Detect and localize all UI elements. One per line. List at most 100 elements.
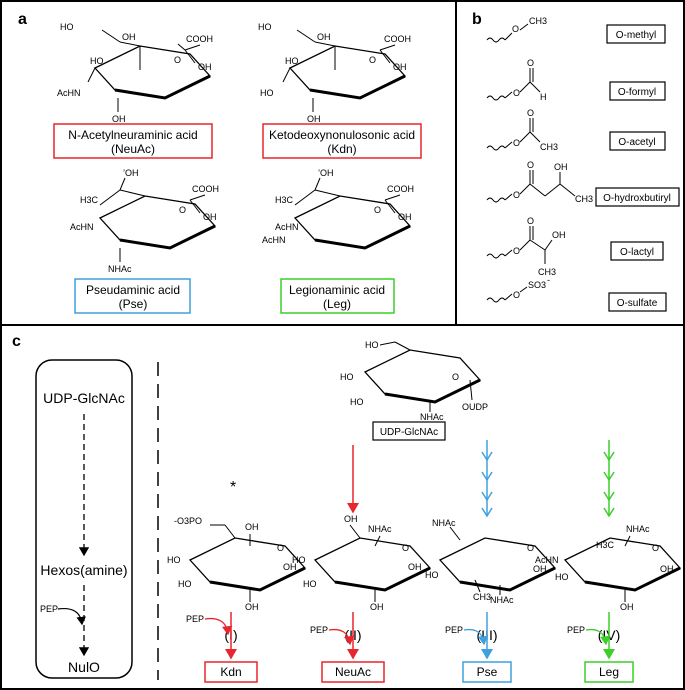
achn-label: AcHN (262, 235, 286, 245)
achn-label: AcHN (535, 555, 559, 565)
structure-iii: NHAc O HO OH CH3 NHAc (425, 518, 557, 605)
ring-oxygen: O (652, 543, 659, 553)
oudp-label: OUDP (462, 402, 488, 412)
oxygen-label: O (527, 108, 534, 118)
oh-label: OH (620, 602, 634, 612)
ho-label: HO (365, 340, 379, 350)
achn-label: AcHN (70, 222, 94, 232)
h3c-label: H3C (80, 195, 99, 205)
oh-label: OH (344, 514, 358, 524)
conversion-ii: PEP (310, 612, 359, 660)
svg-text:O-formyl: O-formyl (618, 87, 656, 98)
asterisk-marker: * (230, 479, 236, 496)
ho-label: HO (350, 397, 364, 407)
pathway-start: UDP-GlcNAc (43, 390, 125, 406)
product-neuac: NeuAc (335, 665, 371, 679)
oh-label: ’OH (318, 168, 334, 178)
leg-abbrev: (Leg) (323, 297, 351, 311)
achn-label: AcHN (275, 222, 299, 232)
neuac-abbrev: (NeuAc) (111, 142, 155, 156)
group-o-acetyl: O O CH3 (486, 108, 558, 152)
ho-label: HO (167, 555, 181, 565)
leg-name: Legionaminic acid (289, 283, 385, 297)
product-box-pse (462, 661, 512, 683)
oh-label: OH (660, 564, 674, 574)
panel-letter-a: a (18, 11, 27, 28)
group-o-sulfate: O SO3 - (486, 275, 550, 303)
nhac-label: NHAc (432, 518, 456, 528)
oh-label: OH (552, 230, 566, 240)
ho-label: HO (258, 22, 272, 32)
oh-label: OH (393, 62, 407, 72)
ring-oxygen: O (369, 55, 376, 65)
so3-charge-label: - (547, 275, 550, 285)
nhac-label: NHAc (490, 595, 514, 605)
phosphate-label: -O3PO (174, 516, 202, 526)
pse-abbrev: (Pse) (119, 297, 148, 311)
oh-label: OH (203, 212, 217, 222)
oh-label: OH (408, 562, 422, 572)
pse-name: Pseudaminic acid (86, 283, 180, 297)
oxygen-label: O (527, 58, 534, 68)
product-box-leg (584, 661, 634, 683)
cooh-label: COOH (192, 184, 219, 194)
oh-label: OH (112, 114, 126, 124)
svg-text:O-lactyl: O-lactyl (620, 247, 654, 258)
conversion-iv: PEP (567, 612, 615, 660)
oh-label: OH (554, 162, 568, 172)
ho-label: HO (260, 88, 274, 98)
svg-text:O-acetyl: O-acetyl (618, 137, 655, 148)
oxygen-label: O (513, 88, 520, 98)
svg-text:O-methyl: O-methyl (616, 30, 657, 41)
panel-letter-c: c (12, 333, 21, 350)
group-label-o-acetyl: O-acetyl (609, 131, 666, 151)
ch3-label: CH3 (529, 16, 547, 26)
group-o-formyl: O O H (486, 58, 547, 102)
oh-label: OH (307, 114, 321, 124)
group-label-o-formyl: O-formyl (609, 81, 666, 101)
structure-udp-glcnac: HO O HO HO NHAc OUDP (340, 340, 488, 422)
group-o-lactyl: O O OH CH3 (486, 216, 566, 277)
kdn-label-box (262, 123, 422, 159)
ch3-label: CH3 (473, 592, 491, 602)
kdn-name: Ketodeoxynonulosonic acid (269, 128, 415, 142)
ho-label: HO (178, 579, 192, 589)
oxygen-label: O (513, 138, 520, 148)
ho-label: HO (303, 579, 317, 589)
leg-label-box (280, 278, 395, 314)
cooh-label: COOH (186, 34, 213, 44)
pathway-pep-arrow (57, 607, 86, 626)
oh-label: OH (370, 602, 384, 612)
ho-label: HO (285, 56, 299, 66)
ring-oxygen: O (452, 372, 459, 382)
h-label: H (540, 92, 547, 102)
oxygen-label: O (513, 290, 520, 300)
group-label-o-methyl: O-methyl (606, 24, 666, 44)
oxygen-label: O (527, 160, 534, 170)
pep-label: PEP (567, 625, 585, 635)
ho-label: HO (340, 372, 354, 382)
ring-oxygen: O (179, 205, 186, 215)
oxygen-label: O (513, 190, 520, 200)
udp-glcnac-box (372, 421, 446, 441)
ch3-label: CH3 (540, 142, 558, 152)
so3-label: SO3 (528, 280, 546, 290)
h3c-label: H3C (275, 195, 294, 205)
pathway-end: NulO (68, 659, 100, 675)
pep-label: PEP (186, 614, 204, 624)
pathway-middle: Hexos(amine) (40, 562, 127, 578)
ring-oxygen: O (277, 543, 284, 553)
oh-label: OH (122, 32, 136, 42)
pse-label-box (74, 278, 191, 314)
structure-i: -O3PO O OH HO HO OH OH (167, 516, 307, 612)
oh-label: ’OH (123, 168, 139, 178)
structure-neuac: O COOH OH HO OH HO AcHN OH (57, 22, 213, 124)
arrow-to-pse (481, 440, 493, 518)
svg-text:O-sulfate: O-sulfate (617, 298, 658, 309)
group-o-methyl: O CH3 (486, 16, 547, 43)
ho-label: HO (555, 572, 569, 582)
cooh-label: COOH (387, 184, 414, 194)
ring-oxygen: O (402, 543, 409, 553)
ho-label: HO (425, 570, 439, 580)
